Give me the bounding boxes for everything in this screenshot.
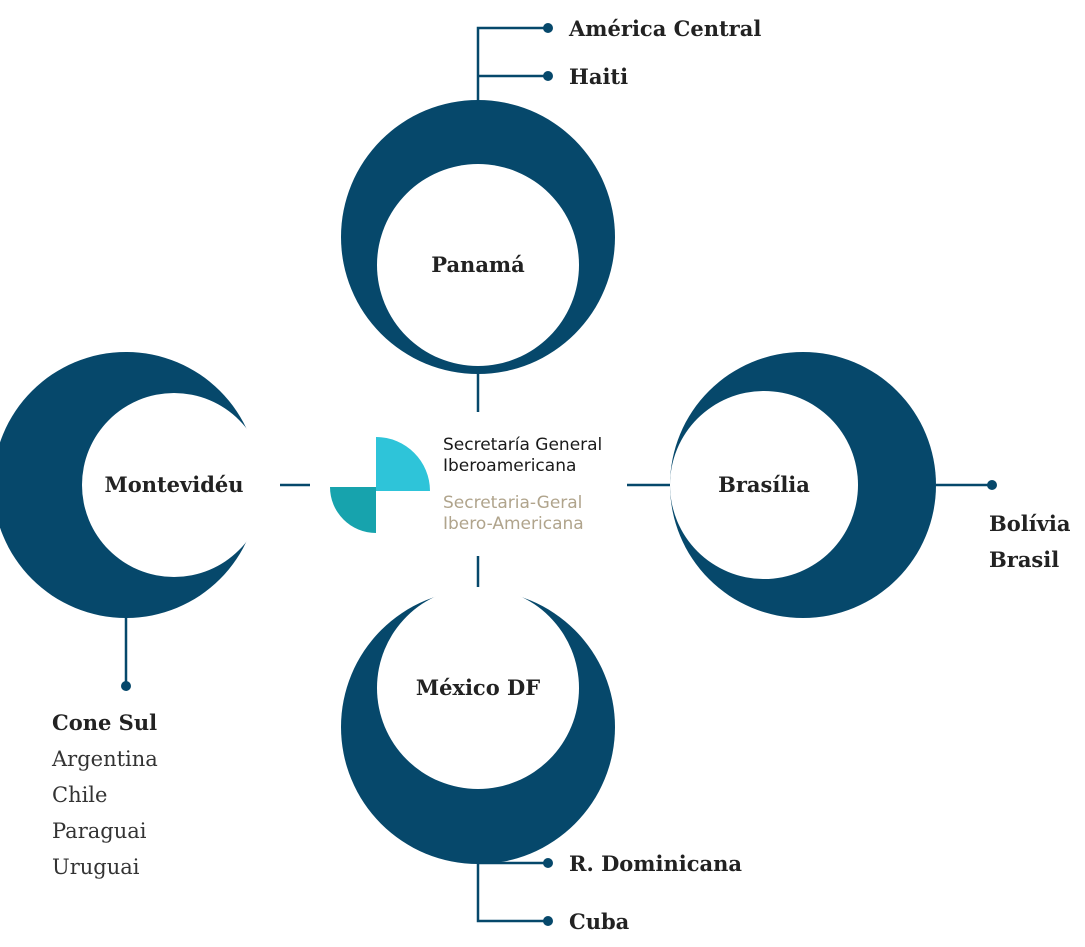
node-mexico: México DF: [341, 587, 615, 864]
logo-text-line3: Secretaria-Geral: [443, 493, 582, 513]
branch-montevideu-item: Paraguai: [52, 819, 147, 843]
dot-haiti: [543, 71, 553, 81]
node-panama-label: Panamá: [431, 252, 525, 277]
branch-dots: [121, 23, 997, 926]
node-brasilia-label: Brasília: [718, 472, 810, 497]
node-brasilia: Brasília: [670, 352, 936, 618]
branch-montevideu-title: Cone Sul: [52, 710, 157, 735]
node-montevideu-label: Montevidéu: [104, 472, 243, 497]
node-montevideu-inner: [82, 393, 266, 577]
dot-america-central: [543, 23, 553, 33]
logo-text-line4: Ibero-Americana: [443, 514, 584, 534]
branch-panama-item: Haiti: [569, 64, 628, 89]
node-mexico-inner: [377, 587, 579, 789]
branch-line-mexico: [476, 858, 548, 923]
branch-mexico-item: Cuba: [569, 909, 630, 934]
dot-brasilia-branch: [987, 480, 997, 490]
logo-quarter-cyan: [376, 437, 430, 491]
dot-cuba: [543, 916, 553, 926]
logo-text-line2: Iberoamericana: [443, 456, 576, 476]
branch-brasilia-item: Bolívia: [989, 511, 1071, 536]
branch-line-panama: [476, 26, 548, 103]
node-mexico-label: México DF: [416, 675, 540, 700]
node-brasilia-inner: [670, 391, 858, 579]
logo-quarter-teal: [330, 487, 376, 533]
branch-montevideu-item: Chile: [52, 783, 107, 807]
center-logo: Secretaría General Iberoamericana Secret…: [330, 435, 602, 534]
logo-text-line1: Secretaría General: [443, 435, 602, 455]
branch-brasilia-labels: Bolívia Brasil: [989, 511, 1071, 572]
dot-cone-sul: [121, 681, 131, 691]
branch-mexico-item: R. Dominicana: [569, 851, 742, 876]
branch-panama-labels: América Central Haiti: [568, 16, 761, 89]
dot-r-dominicana: [543, 858, 553, 868]
branch-panama-item: América Central: [568, 16, 761, 41]
node-panama-inner: [377, 164, 579, 366]
connector-lines: [124, 26, 992, 923]
branch-mexico-labels: R. Dominicana Cuba: [569, 851, 742, 934]
branch-montevideu-item: Uruguai: [52, 855, 140, 879]
node-montevideu: Montevidéu: [0, 352, 266, 618]
branch-montevideu-item: Argentina: [51, 747, 158, 771]
branch-brasilia-item: Brasil: [989, 547, 1059, 572]
branch-montevideu-labels: Cone Sul Argentina Chile Paraguai Urugua…: [51, 710, 158, 879]
node-panama: Panamá: [341, 100, 615, 374]
